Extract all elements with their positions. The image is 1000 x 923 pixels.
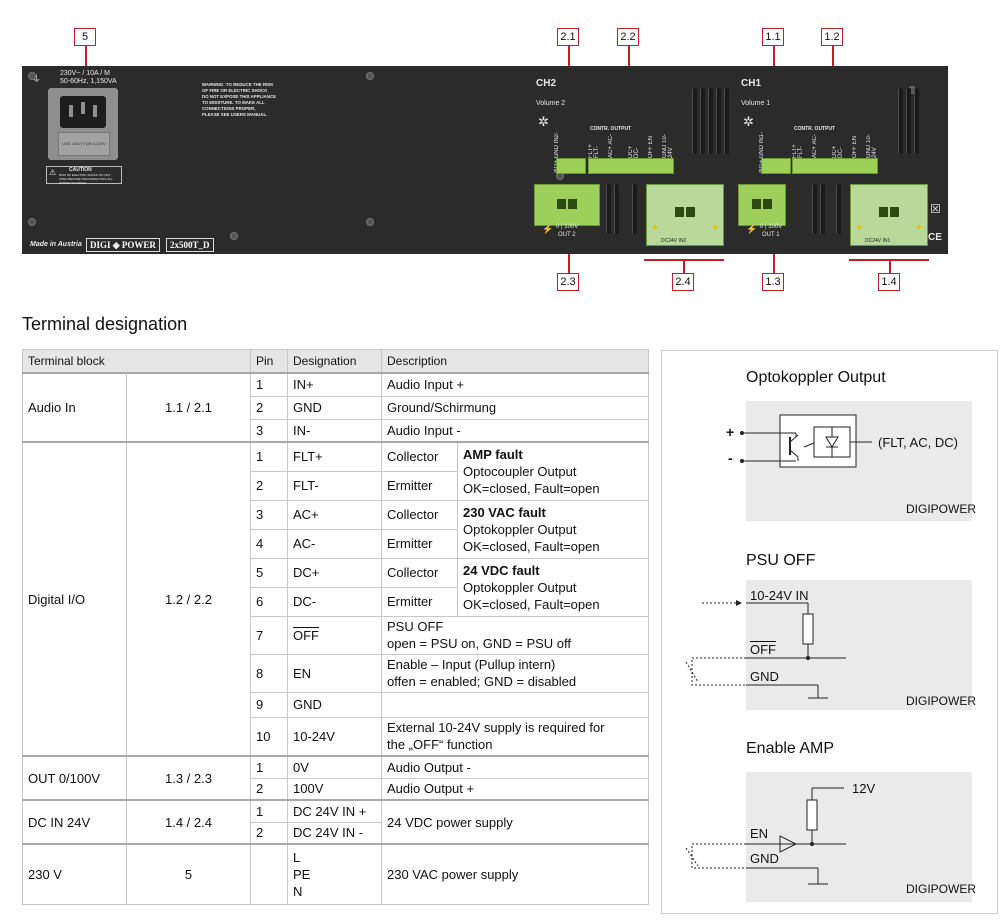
callout-line (849, 259, 929, 261)
enable-schematic (685, 772, 972, 902)
screw (28, 72, 36, 80)
opto-diagram: Optokoppler Output + - (FLT, AC, DC) DIG… (661, 350, 998, 532)
table-row: Audio In 1.1 / 2.1 1 IN+ Audio Input + (22, 372, 649, 443)
lightning-icon: ⚡ (746, 224, 758, 234)
audio-in-1-terminal[interactable] (761, 158, 791, 174)
model-label: 2x500T_D (166, 238, 214, 252)
psu-brand: DIGIPOWER (906, 694, 977, 708)
warning-text: WARNING: TO REDUCE THE RISK OF FIRE OR E… (202, 82, 276, 117)
psu-off-title: PSU OFF (746, 552, 816, 569)
callout-1-3: 1.3 (762, 273, 784, 291)
out-1-sub: OUT 1 (762, 232, 780, 238)
ground-icon: ⏚ (32, 74, 42, 84)
caution-label: ⚠ CAUTION RISK OF ELECTRIC SHOCK DO NOT … (46, 166, 122, 185)
table-row: Digital I/O 1.2 / 2.2 1 FLT+ Collector A… (22, 441, 649, 757)
screw (28, 218, 36, 226)
enable-title: Enable AMP (746, 740, 835, 757)
ch1-label: CH1 (741, 78, 762, 89)
dc-in-1-terminal[interactable]: DC24V IN1 (850, 184, 928, 246)
enable-gnd-label: GND (750, 851, 779, 866)
callout-1-1: 1.1 (762, 28, 784, 46)
io-pins-ch2: FLT+ FLT- (588, 144, 600, 158)
screw (366, 218, 374, 226)
opto-plus: + (726, 424, 735, 440)
volume-1-knob-icon[interactable]: ✲ (743, 114, 754, 129)
out-2-label: 0 | 100V (556, 224, 579, 230)
psu-off-schematic (685, 580, 972, 710)
callout-2-1: 2.1 (557, 28, 579, 46)
opto-title: Optokoppler Output (746, 369, 886, 386)
psu-in-label: 10-24V IN (750, 588, 809, 603)
warning-icon: ⚠ (49, 168, 57, 177)
psu-off-diagram: PSU OFF 10-24V IN OFF GND DIGIPOWER (661, 530, 998, 721)
dc-in-1-label: DC24V IN1 (865, 238, 891, 244)
made-in-label: Made in Austria (30, 241, 82, 248)
volume-1-label: Volume 1 (741, 100, 771, 107)
callout-5: 5 (74, 28, 96, 46)
contr-output-2-label: CONTR. OUTPUT (590, 126, 632, 132)
enable-en-label: EN (750, 826, 769, 841)
digital-io-1-terminal[interactable] (792, 158, 878, 174)
enable-12v-label: 12V (852, 781, 876, 796)
digital-io-2-terminal[interactable] (588, 158, 674, 174)
power-rating-2: 50-60Hz, 1,150VA (60, 78, 117, 85)
lightning-icon: ⚡ (542, 224, 554, 234)
weee-icon: ☒ (930, 202, 941, 216)
callout-2-3: 2.3 (557, 273, 579, 291)
volume-2-knob-icon[interactable]: ✲ (538, 114, 549, 129)
opto-note: (FLT, AC, DC) (878, 435, 958, 450)
opto-schematic (740, 401, 972, 521)
callout-line (773, 246, 775, 273)
power-rating: 230V~ / 10A / M (60, 70, 111, 77)
dc-in-2-label: DC24V IN2 (661, 238, 687, 244)
iec-inlet[interactable]: USE 10A/T FOR A 230V FUSE (48, 88, 118, 168)
audio-in-2-terminal[interactable] (556, 158, 586, 174)
out-2-sub: OUT 2 (558, 232, 576, 238)
rear-panel: ⏚ 230V~ / 10A / M 50-60Hz, 1,150VA USE 1… (22, 66, 948, 254)
out-1-terminal[interactable] (738, 184, 786, 226)
callout-1-2: 1.2 (821, 28, 843, 46)
contr-output-1-label: CONTR. OUTPUT (794, 126, 836, 132)
volume-2-label: Volume 2 (536, 100, 566, 107)
callout-2-4: 2.4 (672, 273, 694, 291)
psu-gnd-label: GND (750, 669, 779, 684)
ce-mark: CE (928, 232, 942, 243)
callout-1-4: 1.4 (878, 273, 900, 291)
fuse-holder: USE 10A/T FOR A 230V FUSE (58, 132, 110, 168)
iec-socket (60, 96, 106, 128)
brand-logo: DIGI ◈ POWER (86, 238, 160, 252)
section-title: Terminal designation (22, 314, 188, 334)
opto-brand: DIGIPOWER (906, 502, 977, 516)
terminal-table: Terminal block Pin Designation Descripti… (22, 349, 649, 905)
io-pins-ch1: FLT+ FLT- (792, 144, 804, 158)
psu-off-label: OFF (750, 642, 776, 657)
ch2-label: CH2 (536, 78, 557, 89)
callout-line (644, 259, 724, 261)
enable-brand: DIGIPOWER (906, 882, 977, 896)
out-1-label: 0 | 100V (760, 224, 783, 230)
callout-line (568, 246, 570, 273)
screw (366, 72, 374, 80)
dc-in-2-terminal[interactable]: DC24V IN2 (646, 184, 724, 246)
enable-diagram: Enable AMP 12V EN GND DIGIPOWER (661, 720, 998, 914)
screw (230, 232, 238, 240)
callout-2-2: 2.2 (617, 28, 639, 46)
callout-line (683, 260, 685, 273)
out-2-terminal[interactable] (534, 184, 600, 226)
table-header: Terminal block Pin Designation Descripti… (22, 349, 649, 374)
callout-line (889, 260, 891, 273)
opto-minus: - (728, 450, 733, 466)
